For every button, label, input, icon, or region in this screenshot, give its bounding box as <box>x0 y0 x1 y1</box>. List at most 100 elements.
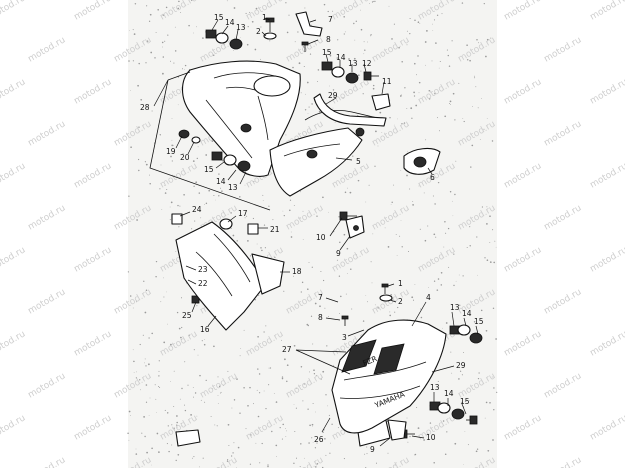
speckle <box>491 376 493 378</box>
speckle <box>175 251 177 253</box>
speckle <box>486 259 489 262</box>
speckle <box>156 432 159 435</box>
speckle <box>445 232 447 234</box>
speckle <box>487 449 490 452</box>
speckle <box>481 206 483 208</box>
speckle <box>267 464 269 466</box>
speckle <box>334 122 336 124</box>
speckle <box>202 457 204 459</box>
speckle <box>485 55 487 58</box>
speckle <box>469 400 470 402</box>
speckle <box>246 43 249 46</box>
side-panel <box>171 213 285 331</box>
speckle <box>223 385 224 387</box>
speckle <box>141 432 143 434</box>
speckle <box>344 191 347 194</box>
speckle <box>443 246 445 248</box>
speckle <box>269 367 272 369</box>
speckle <box>401 60 403 63</box>
speckle <box>149 182 151 185</box>
speckle <box>450 351 452 353</box>
speckle <box>474 75 476 77</box>
speckle <box>161 209 163 210</box>
speckle <box>469 226 471 228</box>
speckle <box>144 358 146 360</box>
speckle <box>300 291 302 293</box>
speckle <box>163 341 166 344</box>
speckle <box>160 301 162 303</box>
speckle <box>159 134 161 136</box>
speckle <box>170 155 172 158</box>
speckle <box>400 220 402 221</box>
speckle <box>181 153 183 155</box>
speckle <box>247 240 249 242</box>
watermark-text: motod.ru <box>371 203 412 232</box>
speckle <box>155 32 157 34</box>
speckle <box>245 12 247 15</box>
speckle <box>390 293 392 296</box>
speckle <box>213 345 215 348</box>
speckle <box>407 150 409 152</box>
speckle <box>418 81 421 84</box>
speckle <box>220 393 221 394</box>
speckle <box>395 233 397 235</box>
speckle <box>184 64 187 67</box>
speckle <box>162 96 164 98</box>
speckle <box>237 446 240 449</box>
speckle <box>233 50 234 51</box>
speckle <box>257 415 260 418</box>
speckle <box>193 456 195 458</box>
speckle <box>453 253 455 255</box>
speckle <box>293 344 296 347</box>
speckle <box>434 92 436 95</box>
speckle <box>268 205 270 207</box>
speckle <box>439 130 440 132</box>
speckle <box>145 163 148 166</box>
speckle <box>132 349 134 351</box>
speckle <box>200 217 202 219</box>
speckle <box>203 343 206 346</box>
speckle <box>260 26 262 28</box>
callout-label: 15 <box>474 317 484 326</box>
speckle <box>449 190 452 193</box>
speckle <box>157 9 159 11</box>
callout-label: 21 <box>270 225 280 234</box>
speckle <box>263 331 265 333</box>
speckle <box>264 247 266 249</box>
speckle <box>183 404 186 406</box>
speckle <box>281 339 282 341</box>
speckle <box>293 275 294 277</box>
speckle <box>319 305 321 308</box>
speckle <box>387 246 390 248</box>
inner-panel <box>269 93 387 197</box>
speckle <box>262 200 264 201</box>
speckle <box>164 185 165 186</box>
speckle <box>428 98 431 100</box>
speckle <box>249 11 250 13</box>
speckle <box>170 343 172 346</box>
speckle <box>176 311 179 314</box>
speckle <box>249 255 252 257</box>
watermark-text: motod.ru <box>0 161 27 190</box>
speckle <box>433 280 436 282</box>
speckle <box>374 304 376 306</box>
speckle <box>391 201 393 204</box>
speckle <box>272 219 274 221</box>
callout-label: 24 <box>192 205 202 214</box>
speckle <box>414 19 416 22</box>
watermark-text: motod.ru <box>159 329 200 358</box>
speckle <box>374 165 376 167</box>
speckle <box>393 184 395 186</box>
speckle <box>451 40 453 42</box>
speckle <box>463 120 465 123</box>
speckle <box>437 278 440 280</box>
speckle <box>303 457 305 459</box>
speckle <box>289 199 292 201</box>
speckle <box>285 134 287 136</box>
speckle <box>446 49 448 51</box>
speckle <box>348 58 350 60</box>
speckle <box>135 453 138 455</box>
speckle <box>211 140 214 142</box>
speckle <box>416 406 418 409</box>
